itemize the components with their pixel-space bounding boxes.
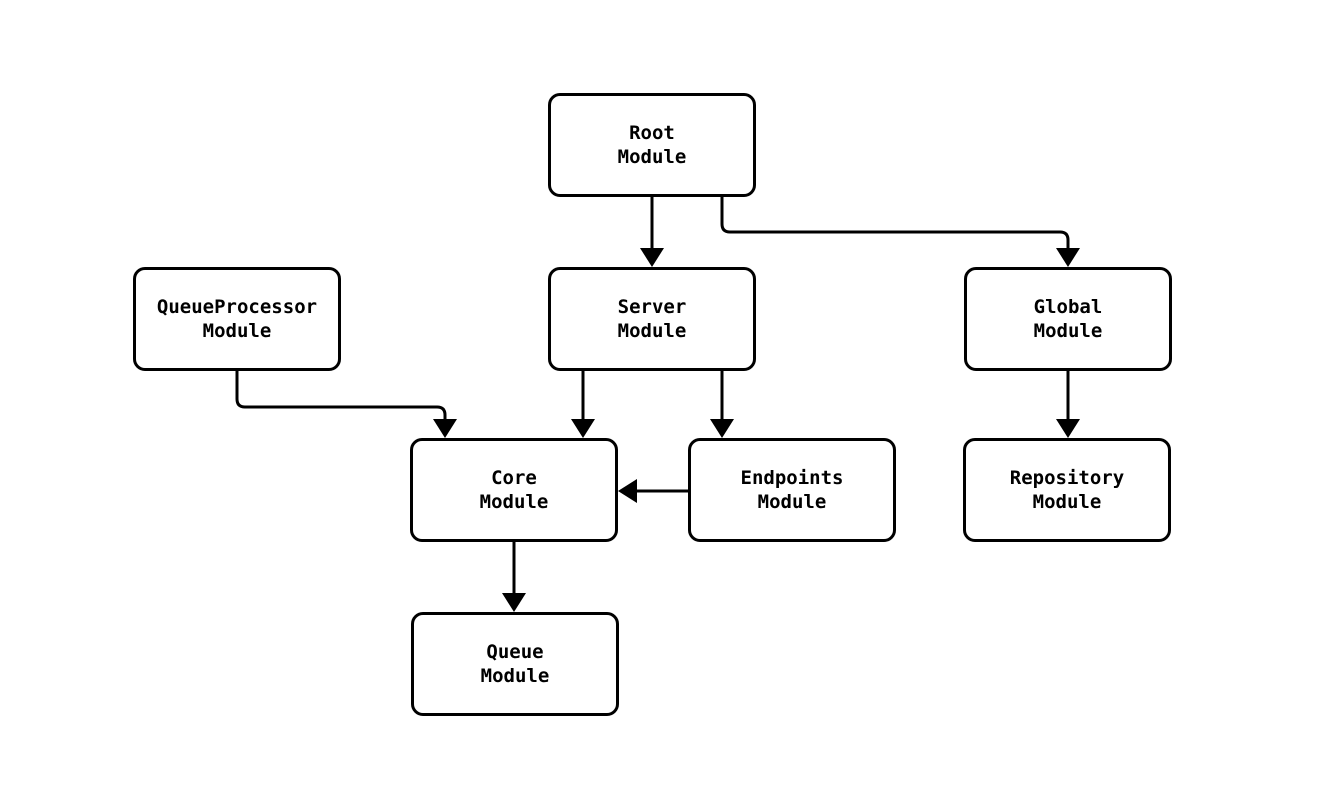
node-queue-module: Queue Module [411,612,619,716]
node-server-module-label: Server Module [617,296,687,342]
arrowhead-queueprocessor-to-core [433,419,457,438]
node-root-module: Root Module [548,93,756,197]
node-endpoints-module-label: Endpoints Module [740,467,844,513]
arrowhead-root-to-global [1056,248,1080,267]
node-root-module-label: Root Module [617,122,687,168]
node-core-module: Core Module [410,438,618,542]
arrowhead-core-to-queue [502,593,526,612]
node-queueprocessor-module: QueueProcessor Module [133,267,341,371]
node-repository-module-label: Repository Module [1009,467,1125,513]
arrowhead-endpoints-to-core [618,479,637,503]
node-global-module: Global Module [964,267,1172,371]
node-queue-module-label: Queue Module [480,641,550,687]
arrowhead-server-to-core [571,419,595,438]
node-core-module-label: Core Module [479,467,549,513]
edge-root-to-global [720,197,1070,250]
node-global-module-label: Global Module [1033,296,1103,342]
arrowhead-server-to-endpoints [710,419,734,438]
node-endpoints-module: Endpoints Module [688,438,896,542]
edge-queueprocessor-to-core [235,371,447,421]
node-queueprocessor-module-label: QueueProcessor Module [156,296,318,342]
arrowhead-root-to-server [640,248,664,267]
node-server-module: Server Module [548,267,756,371]
arrowhead-global-to-repository [1056,419,1080,438]
node-repository-module: Repository Module [963,438,1171,542]
